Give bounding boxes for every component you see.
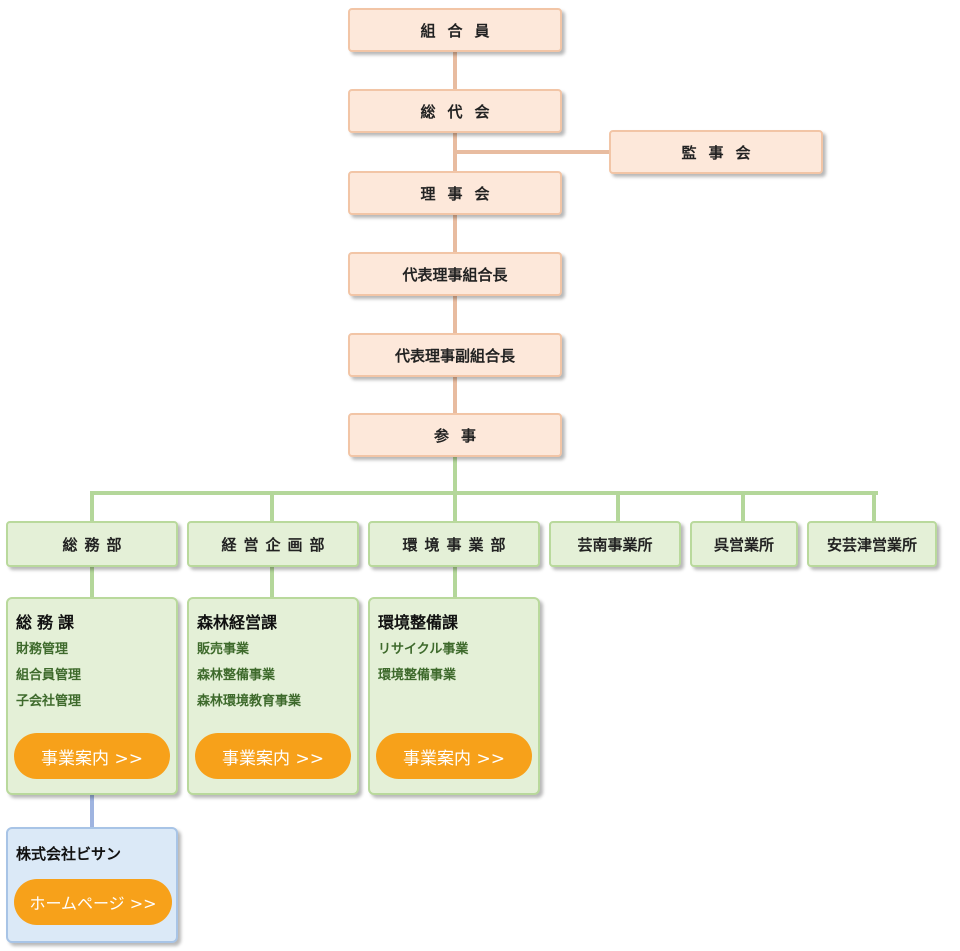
section-title: 総務課 bbox=[16, 613, 80, 632]
section-title: 環境整備課 bbox=[378, 613, 459, 632]
list-item: 財務管理 bbox=[16, 642, 69, 657]
dept-geinan-office: 芸南事業所 bbox=[549, 521, 681, 567]
list-item: 子会社管理 bbox=[16, 694, 82, 709]
business-guide-button[interactable]: 事業案内 >> bbox=[14, 733, 170, 779]
list-item: 販売事業 bbox=[197, 642, 250, 657]
connector-line bbox=[90, 491, 878, 495]
node-members: 組合員 bbox=[348, 8, 562, 52]
section-forest-management: 森林経営課 販売事業 森林整備事業 森林環境教育事業 事業案内 >> bbox=[187, 597, 359, 795]
business-guide-button[interactable]: 事業案内 >> bbox=[376, 733, 532, 779]
list-item: 環境整備事業 bbox=[378, 668, 457, 683]
subsidiary-bisan: 株式会社ビサン ホームページ >> bbox=[6, 827, 178, 943]
homepage-button[interactable]: ホームページ >> bbox=[14, 879, 172, 925]
connector-line bbox=[453, 50, 457, 420]
section-environmental-maintenance: 環境整備課 リサイクル事業 環境整備事業 事業案内 >> bbox=[368, 597, 540, 795]
connector-line bbox=[453, 455, 457, 493]
connector-line bbox=[453, 491, 457, 523]
connector-line bbox=[741, 491, 745, 523]
dept-management-planning: 経営企画部 bbox=[187, 521, 359, 567]
connector-line bbox=[616, 491, 620, 523]
connector-line bbox=[270, 491, 274, 523]
dept-akitsu-office: 安芸津営業所 bbox=[807, 521, 937, 567]
connector-line bbox=[90, 793, 94, 829]
node-board-of-directors: 理事会 bbox=[348, 171, 562, 215]
section-item-list: 販売事業 森林整備事業 森林環境教育事業 bbox=[197, 637, 301, 715]
dept-kure-office: 呉営業所 bbox=[690, 521, 798, 567]
connector-line bbox=[453, 566, 457, 600]
section-general-affairs: 総務課 財務管理 組合員管理 子会社管理 事業案内 >> bbox=[6, 597, 178, 795]
node-auditors: 監事会 bbox=[609, 130, 823, 174]
section-title: 森林経営課 bbox=[197, 613, 278, 632]
connector-line bbox=[872, 491, 876, 523]
connector-line bbox=[270, 566, 274, 600]
business-guide-button[interactable]: 事業案内 >> bbox=[195, 733, 351, 779]
subsidiary-title: 株式会社ビサン bbox=[16, 845, 122, 863]
section-item-list: リサイクル事業 環境整備事業 bbox=[378, 637, 468, 689]
dept-environmental-business: 環境事業部 bbox=[368, 521, 540, 567]
connector-line bbox=[455, 150, 611, 154]
node-vice-representative-director: 代表理事副組合長 bbox=[348, 333, 562, 377]
list-item: 森林整備事業 bbox=[197, 668, 276, 683]
section-item-list: 財務管理 組合員管理 子会社管理 bbox=[16, 637, 81, 715]
list-item: リサイクル事業 bbox=[378, 642, 469, 657]
connector-line bbox=[90, 566, 94, 600]
list-item: 森林環境教育事業 bbox=[197, 694, 302, 709]
node-representative-director: 代表理事組合長 bbox=[348, 252, 562, 296]
dept-general-affairs: 総務部 bbox=[6, 521, 178, 567]
node-counselor: 参事 bbox=[348, 413, 562, 457]
connector-line bbox=[90, 491, 94, 523]
node-representative-assembly: 総代会 bbox=[348, 89, 562, 133]
list-item: 組合員管理 bbox=[16, 668, 82, 683]
